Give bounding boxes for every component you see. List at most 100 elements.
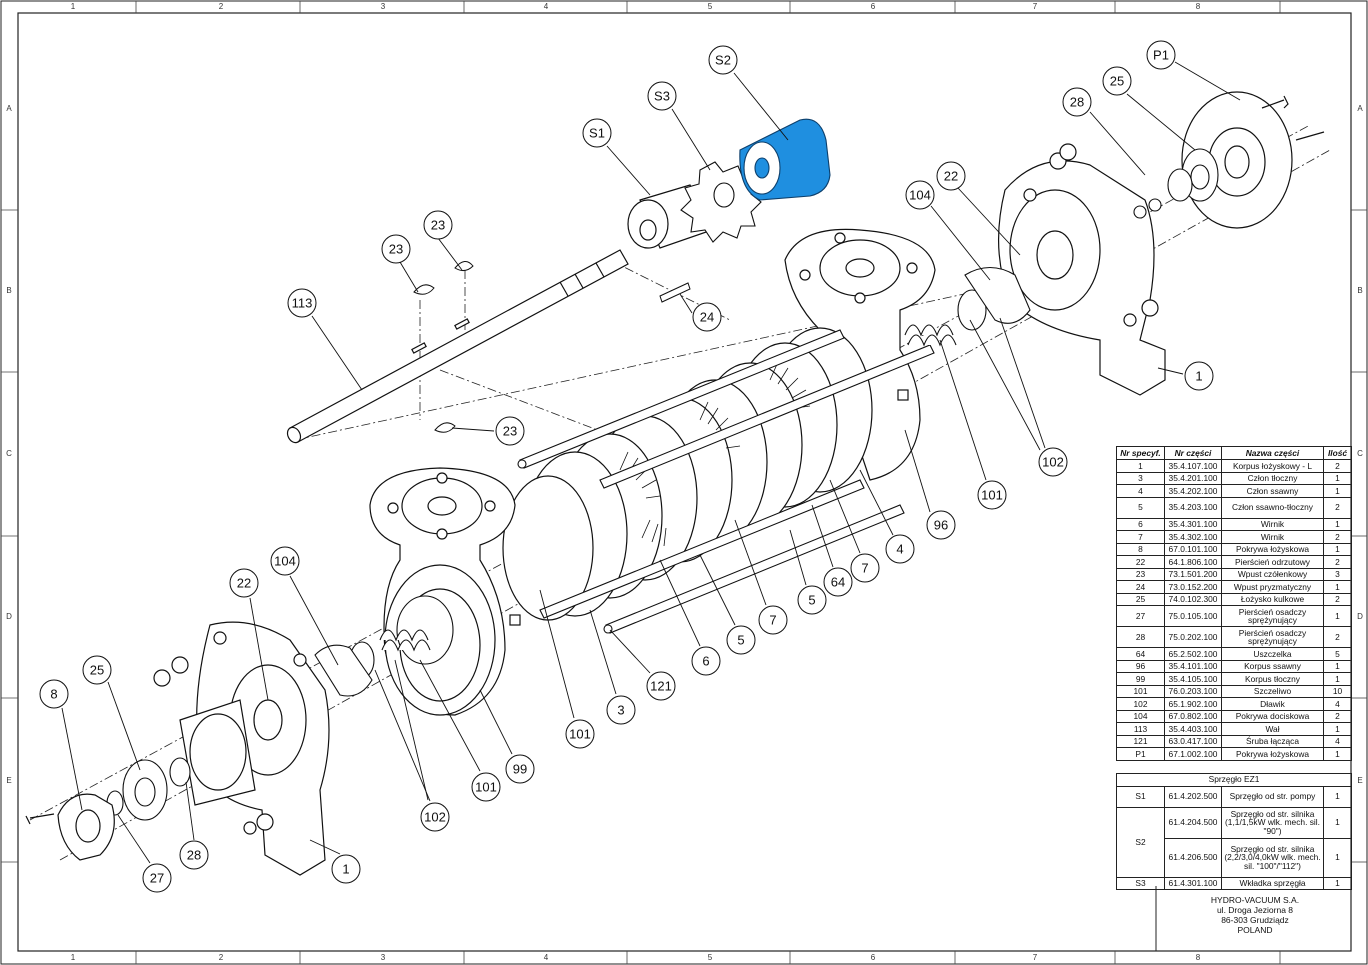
balloon-label: 24: [700, 310, 714, 325]
part-balloon-b-102r: 102: [1038, 447, 1068, 477]
zone-column-label: 5: [708, 953, 713, 962]
part-balloon-b-104l: 104: [270, 546, 300, 576]
part-balloon-b-1r: 1: [1184, 361, 1214, 391]
balloon-circle: [758, 605, 788, 635]
balloon-label: 27: [150, 871, 164, 886]
part-balloon-b-23b: 23: [381, 234, 411, 264]
balloon-label: 25: [90, 663, 104, 678]
part-balloon-b-5b: 5: [726, 625, 756, 655]
part-balloon-b-4: 4: [885, 534, 915, 564]
balloon-label: 96: [934, 518, 948, 533]
part-balloon-b-101m: 101: [565, 719, 595, 749]
balloon-circle: [1102, 66, 1132, 96]
balloon-label: 102: [1042, 455, 1064, 470]
key-24: [659, 282, 691, 303]
balloon-label: 23: [431, 218, 445, 233]
zone-column-label: 5: [708, 2, 713, 11]
balloon-label: 25: [1110, 74, 1124, 89]
balloon-circle: [505, 754, 535, 784]
leader-lines: [61, 61, 1241, 864]
part-balloon-b-24: 24: [692, 302, 722, 332]
part-balloon-b-3: 3: [606, 695, 636, 725]
balloon-label: P1: [1153, 48, 1169, 63]
balloon-label: 28: [1070, 95, 1084, 110]
zone-column-label: 1: [71, 2, 76, 11]
packing-gland-right: [904, 266, 1031, 347]
balloon-circle: [423, 210, 453, 240]
part-balloon-b-8: 8: [39, 679, 69, 709]
part-balloon-b-64: 64: [823, 567, 853, 597]
balloon-label: 4: [896, 542, 903, 557]
zone-row-label: A: [1357, 104, 1363, 113]
zone-column-label: 1: [71, 953, 76, 962]
bom-cell-spec: 28: [1116, 626, 1165, 648]
keys-23: [413, 261, 474, 433]
balloon-label: S1: [589, 126, 605, 141]
balloon-circle: [850, 553, 880, 583]
part-balloon-b-1l: 1: [331, 854, 361, 884]
part-balloon-b-22l: 22: [229, 568, 259, 598]
zone-column-label: 2: [219, 2, 224, 11]
balloon-circle: [647, 81, 677, 111]
part-balloon-b-28l: 28: [179, 840, 209, 870]
zone-column-label: 6: [871, 953, 876, 962]
part-balloon-b-5a: 5: [797, 585, 827, 615]
balloon-circle: [823, 567, 853, 597]
balloon-label: 7: [861, 561, 868, 576]
balloon-label: 23: [503, 424, 517, 439]
balloon-circle: [39, 679, 69, 709]
balloon-label: 121: [650, 679, 672, 694]
part-balloon-b-7a: 7: [850, 553, 880, 583]
bom-cell-name: Pierścień osadczy sprężynujący: [1221, 626, 1324, 648]
suction-casing-96: [784, 228, 936, 481]
part-balloon-b-6: 6: [691, 646, 721, 676]
packing-gland-left: [314, 595, 454, 697]
part-balloon-b-23c: 23: [495, 416, 525, 446]
balloon-circle: [692, 302, 722, 332]
balloon-circle: [142, 863, 172, 893]
balloon-circle: [82, 655, 112, 685]
bom-cell-spec: S2: [1116, 806, 1165, 878]
balloon-circle: [885, 534, 915, 564]
balloon-label: 102: [424, 810, 446, 825]
balloon-label: 6: [702, 654, 709, 669]
bom-cell-qty: 1: [1323, 837, 1352, 878]
part-balloon-b-s2: S2: [708, 45, 738, 75]
bom-header-row: Nr specyf. Nr części Nazwa części Ilość: [1116, 446, 1352, 460]
zone-row-label: C: [6, 449, 12, 458]
bom-header-name: Nazwa części: [1221, 446, 1324, 460]
part-balloon-b-27: 27: [142, 863, 172, 893]
balloon-circle: [936, 161, 966, 191]
zone-row-label: D: [6, 612, 12, 621]
part-balloon-b-7b: 7: [758, 605, 788, 635]
balloon-label: 99: [513, 762, 527, 777]
bearing-housing-left-1: [153, 621, 330, 876]
part-balloon-b-101l: 101: [471, 772, 501, 802]
zone-row-label: E: [6, 776, 11, 785]
part-balloon-b-102l: 102: [420, 802, 450, 832]
part-balloon-b-121: 121: [646, 671, 676, 701]
balloon-circle: [646, 671, 676, 701]
zone-row-label: A: [6, 104, 12, 113]
balloon-circle: [471, 772, 501, 802]
balloon-circle: [270, 546, 300, 576]
balloon-label: S2: [715, 53, 731, 68]
balloon-circle: [606, 695, 636, 725]
balloon-label: S3: [654, 89, 670, 104]
zone-row-label: B: [1357, 286, 1362, 295]
balloon-circle: [977, 480, 1007, 510]
zone-row-label: B: [6, 286, 11, 295]
balloon-label: 101: [569, 727, 591, 742]
company-name: HYDRO-VACUUM S.A.: [1210, 895, 1300, 905]
bearing-cover-8: [25, 793, 115, 861]
bom-cell-qty: 2: [1323, 459, 1352, 473]
balloon-label: 5: [808, 593, 815, 608]
bom-cell-name: Wkładka sprzęgła: [1221, 876, 1324, 890]
